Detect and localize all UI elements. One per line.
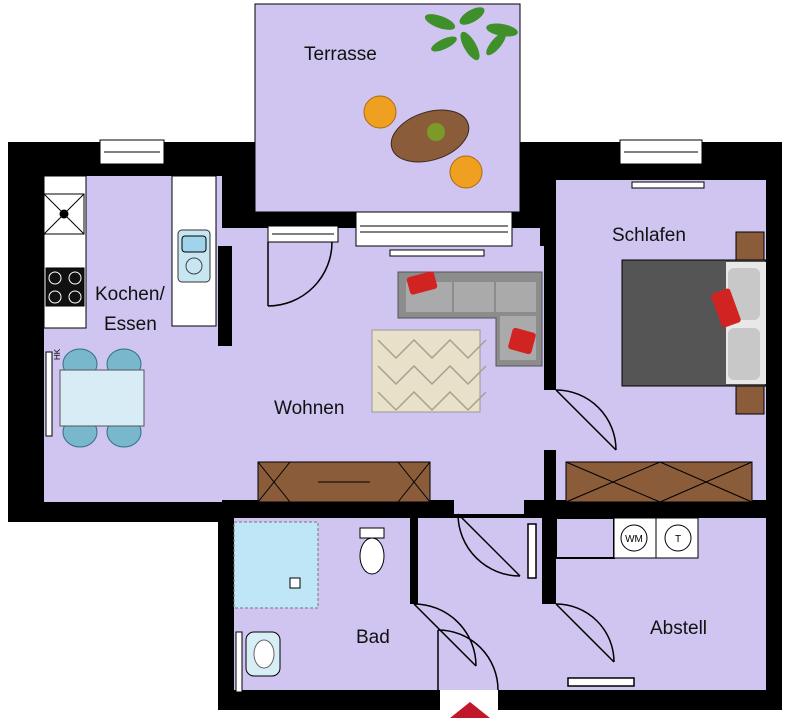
entrance-arrow-icon — [450, 702, 490, 718]
dryer-label: T — [675, 534, 681, 545]
doors — [267, 241, 635, 691]
sofa — [397, 271, 543, 367]
bath-fixtures — [233, 521, 385, 693]
label-terrasse: Terrasse — [304, 44, 377, 65]
label-essen: Essen — [104, 314, 157, 335]
washer-label: WM — [625, 534, 643, 545]
shower-icon — [233, 521, 319, 609]
heater-label: HK — [53, 348, 62, 360]
entrance-opening — [440, 690, 498, 710]
flur-floor — [418, 518, 542, 690]
dining-set: HK — [45, 348, 145, 448]
stove-icon — [45, 267, 85, 307]
windows — [99, 139, 705, 257]
label-kochen: Kochen/ — [95, 284, 165, 305]
laundry: WM T — [613, 517, 699, 559]
garden-chair-1 — [363, 95, 397, 129]
terrace-furniture — [363, 7, 518, 189]
room-labels: Terrasse Kochen/ Essen Wohnen Schlafen B… — [95, 44, 707, 648]
inner-walls — [218, 180, 766, 604]
label-wohnen: Wohnen — [274, 398, 344, 419]
plant-icon — [424, 7, 518, 61]
label-schlafen: Schlafen — [612, 225, 686, 246]
bed — [621, 231, 767, 415]
kitchen-counter — [43, 175, 217, 329]
label-abstell: Abstell — [650, 618, 707, 639]
rug — [371, 329, 487, 413]
garden-chair-2 — [449, 155, 483, 189]
sideboard — [257, 461, 431, 503]
toilet-icon — [359, 537, 385, 575]
label-bad: Bad — [356, 627, 390, 648]
wardrobe — [565, 461, 753, 503]
